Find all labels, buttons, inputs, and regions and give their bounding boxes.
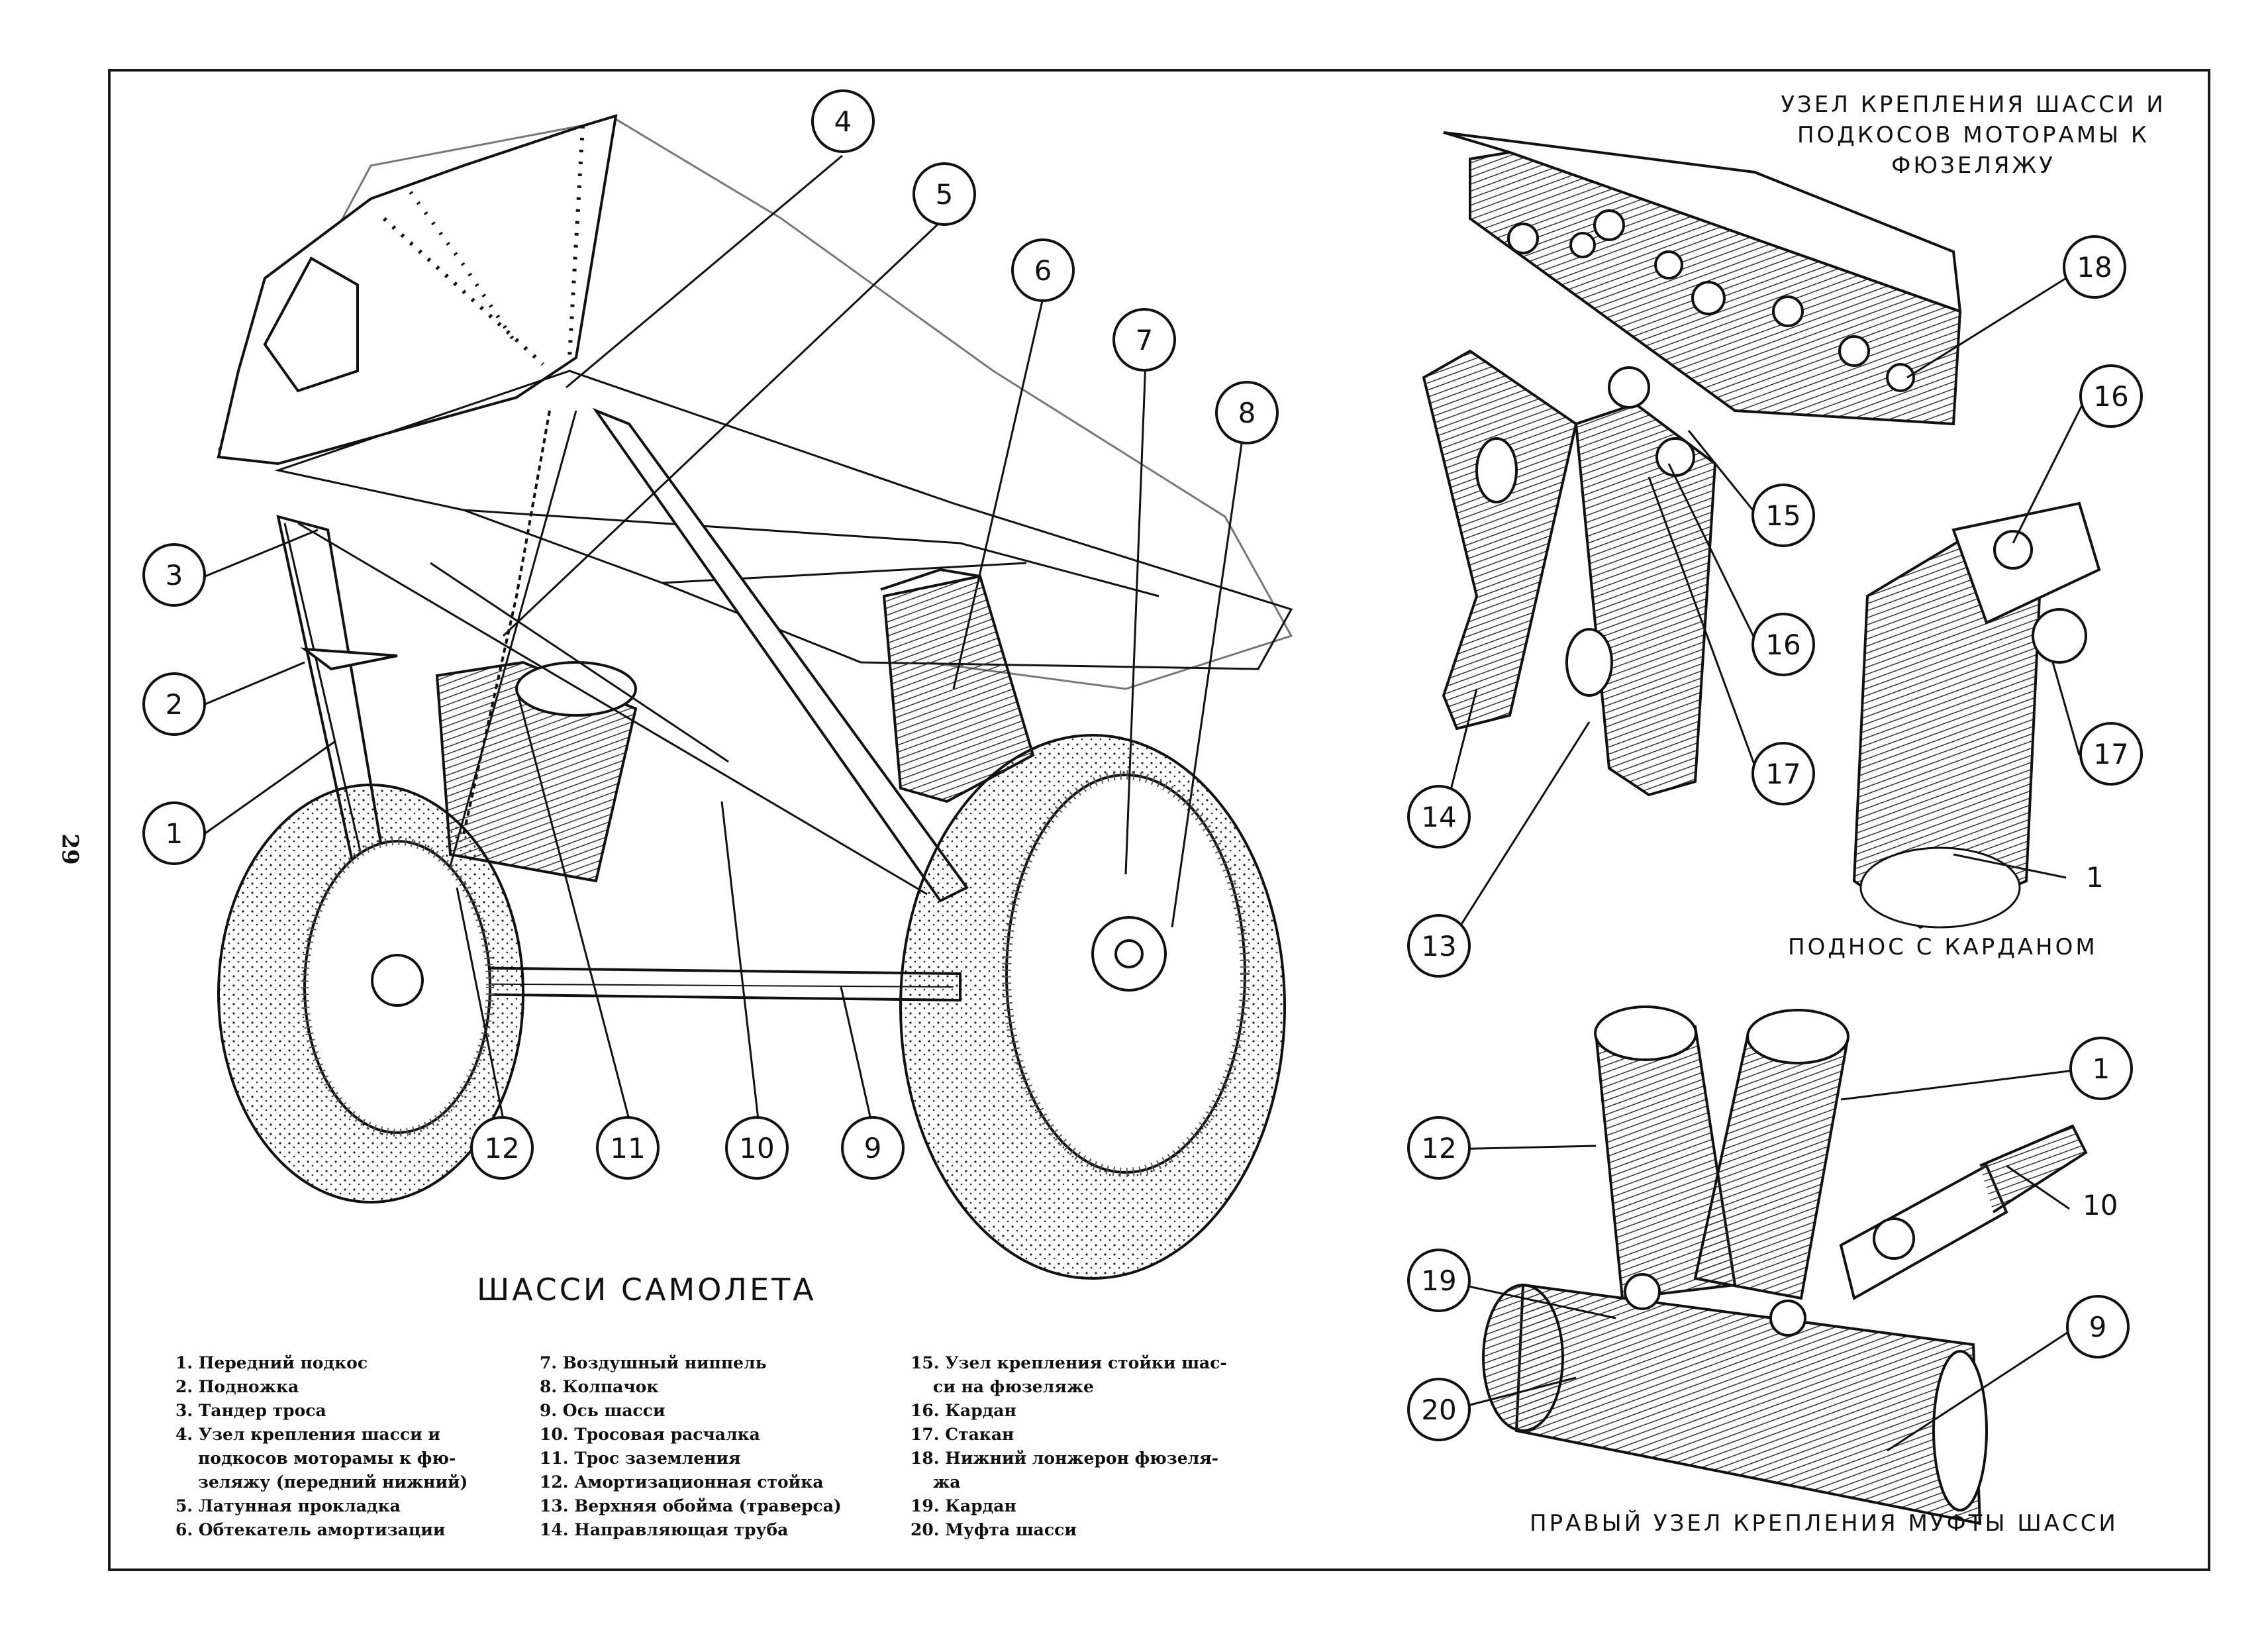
callout-17: 17 — [1751, 742, 1815, 805]
callout-1b: 1 — [2086, 861, 2104, 894]
legend-item: 7. Воздушный ниппель — [540, 1353, 767, 1372]
step — [300, 647, 398, 671]
callout-1c: 1 — [2069, 1037, 2133, 1100]
cardan-tray-title: ПОДНОС С КАРДАНОМ — [1788, 934, 2098, 960]
cardan-tray — [1852, 501, 2101, 929]
landing-gear-illustration — [205, 114, 1293, 1280]
callout-11: 11 — [596, 1116, 660, 1180]
legend-item: 18. Нижний лонжерон фюзеля- — [911, 1449, 1219, 1468]
legend-item: 1. Передний подкос — [175, 1353, 368, 1372]
legend-item: 10. Тросовая расчалка — [540, 1425, 760, 1444]
callout-1: 1 — [142, 801, 206, 865]
legend-item: 4. Узел крепления шасси и — [175, 1425, 440, 1444]
callout-16: 16 — [1751, 613, 1815, 676]
sleeve-node-title: ПРАВЫЙ УЗЕЛ КРЕПЛЕНИЯ МУФТЫ ШАССИ — [1530, 1510, 2118, 1537]
legend-item: 5. Латунная прокладка — [175, 1496, 401, 1515]
callout-10b: 10 — [2083, 1189, 2118, 1221]
callout-20: 20 — [1407, 1378, 1471, 1441]
callout-5: 5 — [912, 162, 976, 226]
shock-fairing — [880, 568, 1035, 803]
top-right-title-line-3: ФЮЗЕЛЯЖУ — [1891, 152, 2055, 179]
legend-item: 14. Направляющая труба — [540, 1520, 789, 1539]
top-right-title: УЗЕЛ КРЕПЛЕНИЯ ШАССИ И ПОДКОСОВ МОТОРАМЫ… — [1735, 89, 2212, 181]
legend-item: 12. Амортизационная стойка — [540, 1472, 824, 1492]
top-right-title-line-2: ПОДКОСОВ МОТОРАМЫ К — [1797, 122, 2150, 148]
top-right-title-line-1: УЗЕЛ КРЕПЛЕНИЯ ШАССИ И — [1781, 91, 2166, 118]
legend-item: 2. Подножка — [175, 1377, 299, 1396]
legend-column-1: 1. Передний подкос 2. Подножка 3. Тандер… — [175, 1351, 468, 1542]
callout-19: 19 — [1407, 1249, 1471, 1312]
callout-9b: 9 — [2066, 1295, 2130, 1359]
callout-15: 15 — [1751, 484, 1815, 547]
legend-item: 16. Кардан — [911, 1401, 1016, 1420]
sleeve-node-illustration — [1446, 1005, 2088, 1525]
legend-item: подкосов моторамы к фю- — [198, 1449, 456, 1468]
bracing-wire — [297, 522, 928, 896]
grounding-cable — [462, 410, 551, 835]
legend-item: 6. Обтекатель амортизации — [175, 1520, 446, 1539]
main-title: ШАССИ САМОЛЕТА — [477, 1272, 816, 1308]
callout-12b: 12 — [1407, 1116, 1471, 1180]
callout-6: 6 — [1011, 238, 1075, 302]
legend-item: 15. Узел крепления стойки шас- — [911, 1353, 1227, 1372]
legend-item: 20. Муфта шасси — [911, 1520, 1077, 1539]
callout-18: 18 — [2063, 235, 2126, 299]
legend-column-3: 15. Узел крепления стойки шас- си на фюз… — [911, 1351, 1227, 1542]
legend-item: зеляжу (передний нижний) — [198, 1472, 468, 1492]
cable — [1979, 1124, 2088, 1213]
left-wheel — [217, 784, 524, 1204]
callout-4: 4 — [811, 89, 875, 153]
callout-16b: 16 — [2079, 364, 2143, 428]
shock-absorber — [435, 660, 638, 883]
callout-3: 3 — [142, 543, 206, 607]
guide-tube — [1422, 349, 1578, 731]
cable-fitting — [1839, 1164, 2008, 1301]
legend-item: си на фюзеляже — [933, 1377, 1094, 1396]
callout-7: 7 — [1112, 308, 1176, 372]
legend-item: 13. Верхняя обойма (траверса) — [540, 1496, 842, 1515]
legend-item: 9. Ось шасси — [540, 1401, 666, 1420]
strut-tube-right — [1693, 1031, 1849, 1300]
callout-9: 9 — [841, 1116, 905, 1180]
callout-14: 14 — [1407, 785, 1471, 848]
legend-column-2: 7. Воздушный ниппель 8. Колпачок 9. Ось … — [540, 1351, 842, 1542]
page-frame — [108, 69, 2210, 1571]
leader-lines-main — [205, 154, 1243, 1120]
legend-item: 19. Кардан — [911, 1496, 1016, 1515]
legend-item: 17. Стакан — [911, 1425, 1014, 1444]
legend-item: 11. Трос заземления — [540, 1449, 741, 1468]
leader-lines-bottom-right — [1446, 1068, 2080, 1452]
callout-2: 2 — [142, 672, 206, 736]
right-wheel — [899, 734, 1286, 1280]
attachment-node-illustration — [1422, 131, 2101, 948]
legend-item: 8. Колпачок — [540, 1377, 659, 1396]
callout-13: 13 — [1407, 914, 1471, 978]
callout-10: 10 — [725, 1116, 789, 1180]
legend-item: 3. Тандер троса — [175, 1401, 326, 1420]
axle-sleeve — [1514, 1283, 1982, 1525]
callout-12: 12 — [470, 1116, 534, 1180]
fuselage-floor — [274, 370, 1293, 670]
callout-17b: 17 — [2079, 722, 2143, 786]
callout-8: 8 — [1215, 381, 1279, 444]
fuselage-nose-panel — [217, 114, 618, 466]
legend-item: жа — [933, 1472, 961, 1492]
